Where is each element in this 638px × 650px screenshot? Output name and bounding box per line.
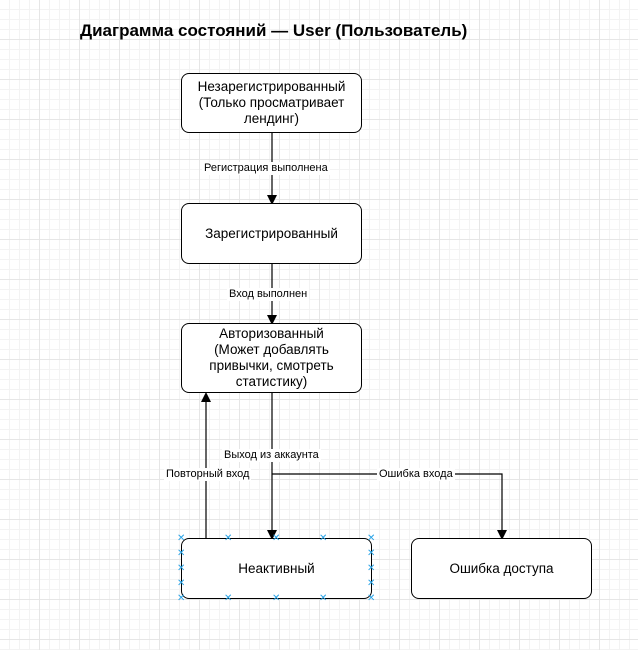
diagram-title: Диаграмма состояний — User (Пользователь… <box>80 21 468 40</box>
selection-handle-icon[interactable]: ✕ <box>177 593 186 604</box>
selection-handle-icon[interactable]: ✕ <box>367 593 376 604</box>
state-inactive[interactable]: Неактивный <box>181 538 372 599</box>
state-unregistered[interactable]: Незарегистрированный (Только просматрива… <box>181 73 362 133</box>
selection-handle-icon[interactable]: ✕ <box>272 593 281 604</box>
edge-label-registration: Регистрация выполнена <box>202 162 330 175</box>
selection-handle-icon[interactable]: ✕ <box>177 548 186 559</box>
selection-handle-icon[interactable]: ✕ <box>224 593 233 604</box>
edge-label-login: Вход выполнен <box>227 288 310 301</box>
selection-handle-icon[interactable]: ✕ <box>319 533 328 544</box>
state-authorized-label: Авторизованный (Может добавлять привычки… <box>209 326 334 389</box>
state-inactive-label: Неактивный <box>238 560 315 576</box>
selection-handle-icon[interactable]: ✕ <box>367 563 376 574</box>
edge-login-error[interactable] <box>272 473 507 540</box>
state-authorized[interactable]: Авторизованный (Может добавлять привычки… <box>181 323 362 393</box>
edge-label-relogin: Повторный вход <box>164 468 252 481</box>
state-access-error[interactable]: Ошибка доступа <box>411 538 592 599</box>
selection-handle-icon[interactable]: ✕ <box>272 533 281 544</box>
selection-handle-icon[interactable]: ✕ <box>367 533 376 544</box>
selection-handle-icon[interactable]: ✕ <box>367 578 376 589</box>
state-unregistered-label: Незарегистрированный (Только просматрива… <box>197 79 346 126</box>
selection-handle-icon[interactable]: ✕ <box>177 563 186 574</box>
state-registered-label: Зарегистрированный <box>205 225 338 241</box>
selection-handle-icon[interactable]: ✕ <box>177 533 186 544</box>
selection-handle-icon[interactable]: ✕ <box>177 578 186 589</box>
state-registered[interactable]: Зарегистрированный <box>181 203 362 264</box>
selection-handle-icon[interactable]: ✕ <box>224 533 233 544</box>
selection-handle-icon[interactable]: ✕ <box>319 593 328 604</box>
state-access-error-label: Ошибка доступа <box>449 560 554 576</box>
edge-label-logout: Выход из аккаунта <box>222 449 321 462</box>
edge-label-login-error: Ошибка входа <box>377 468 455 481</box>
selection-handle-icon[interactable]: ✕ <box>367 548 376 559</box>
